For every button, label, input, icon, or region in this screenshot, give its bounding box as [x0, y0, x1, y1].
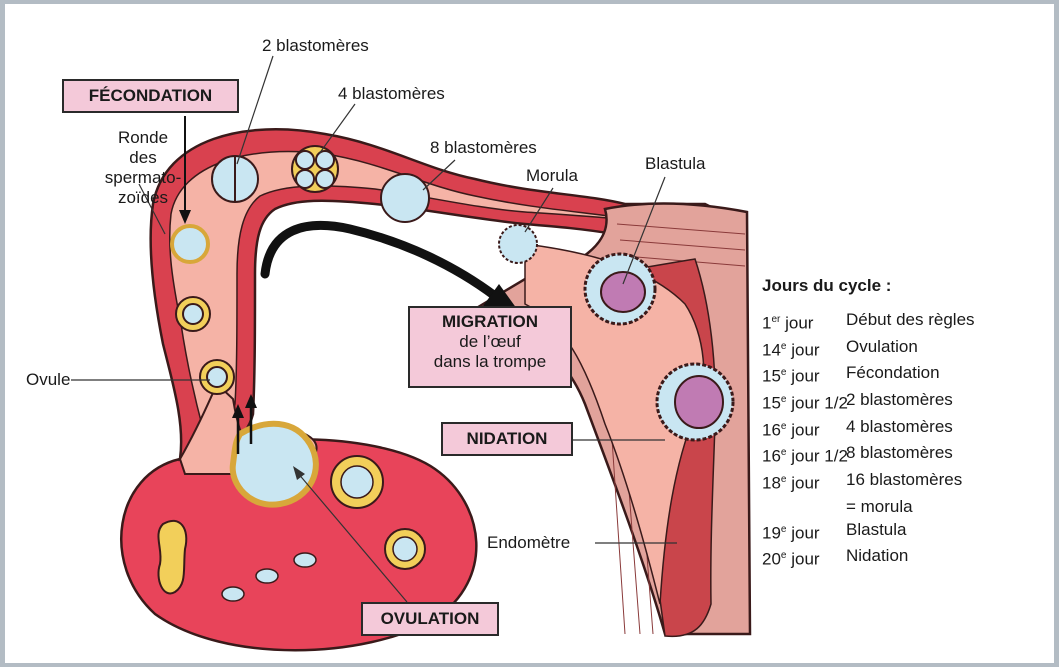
legend-event: 4 blastomères — [846, 415, 953, 442]
legend-day: 15e jour 1/2 — [762, 388, 846, 415]
label-ronde-line-1: Ronde — [93, 128, 193, 148]
egg-migrating-1-inner — [183, 304, 203, 324]
embryo-4-cell-d — [316, 170, 334, 188]
legend-day-number: 20 — [762, 550, 781, 569]
legend-day-number: 18 — [762, 474, 781, 493]
embryo-8-blastomeres — [381, 174, 429, 222]
label-ronde-line-3: spermato- — [93, 168, 193, 188]
primordial-follicle-3 — [294, 553, 316, 567]
legend-day: 14e jour — [762, 335, 846, 362]
legend-title: Jours du cycle : — [762, 276, 975, 296]
box-ovulation: OVULATION — [361, 602, 499, 636]
legend-event: 8 blastomères — [846, 441, 953, 468]
label-endometre: Endomètre — [487, 533, 570, 553]
label-8-blastomeres: 8 blastomères — [430, 138, 537, 158]
box-migration-line-2: de l’œuf — [410, 332, 570, 352]
legend-day-number: 16 — [762, 447, 781, 466]
legend-event: Blastula — [846, 518, 906, 545]
legend-day-unit: jour — [786, 367, 819, 386]
label-ronde-spermatozoides: Ronde des spermato- zoïdes — [93, 128, 193, 208]
egg-ovule-inner — [207, 367, 227, 387]
implanting-embryo-cavity — [675, 376, 723, 428]
legend-day-unit: jour — [786, 340, 819, 359]
corpus-albicans — [158, 521, 186, 594]
legend-day: 15e jour — [762, 361, 846, 388]
legend-day-number: 19 — [762, 523, 781, 542]
diagram-frame: 2 blastomères 4 blastomères 8 blastomère… — [5, 4, 1054, 663]
blastula-cavity — [601, 272, 645, 312]
follicle-2-inner — [393, 537, 417, 561]
legend-day-unit: jour — [780, 314, 813, 333]
legend-row: = morula — [762, 495, 975, 518]
label-morula: Morula — [526, 166, 578, 186]
legend-day-unit: jour — [786, 474, 819, 493]
label-ovule: Ovule — [26, 370, 70, 390]
legend-day-unit: jour 1/2 — [786, 394, 847, 413]
label-ronde-line-2: des — [93, 148, 193, 168]
label-ronde-line-4: zoïdes — [93, 188, 193, 208]
label-blastula: Blastula — [645, 154, 705, 174]
legend-event: 16 blastomères — [846, 468, 962, 495]
legend-event: 2 blastomères — [846, 388, 953, 415]
legend-day-number: 16 — [762, 420, 781, 439]
box-migration-line-3: dans la trompe — [410, 352, 570, 372]
legend-day-unit: jour — [786, 523, 819, 542]
legend-day: 18e jour — [762, 468, 846, 495]
legend-event: Nidation — [846, 544, 908, 571]
legend-event: Fécondation — [846, 361, 940, 388]
embryo-morula — [499, 225, 537, 263]
legend-event: = morula — [846, 495, 913, 518]
legend-day-unit: jour 1/2 — [786, 447, 847, 466]
primordial-follicle-2 — [256, 569, 278, 583]
follicle-1-inner — [341, 466, 373, 498]
migration-arrow — [265, 225, 495, 296]
legend-day: 16e jour — [762, 415, 846, 442]
label-2-blastomeres: 2 blastomères — [262, 36, 369, 56]
box-nidation: NIDATION — [441, 422, 573, 456]
primordial-follicle-1 — [222, 587, 244, 601]
legend-day-number: 15 — [762, 394, 781, 413]
box-migration: MIGRATION de l’œuf dans la trompe — [408, 306, 572, 388]
legend-day: 19e jour — [762, 518, 846, 545]
legend-day: 16e jour 1/2 — [762, 441, 846, 468]
box-fecondation: FÉCONDATION — [62, 79, 239, 113]
embryo-4-cell-a — [296, 151, 314, 169]
legend-event: Ovulation — [846, 335, 918, 362]
box-migration-title: MIGRATION — [410, 312, 570, 332]
legend-rows: 1er jourDébut des règles14e jourOvulatio… — [762, 308, 975, 571]
ruptured-follicle — [233, 424, 316, 505]
legend-day: 20e jour — [762, 544, 846, 571]
legend-day-number: 15 — [762, 367, 781, 386]
legend-day: 1er jour — [762, 308, 846, 335]
label-4-blastomeres: 4 blastomères — [338, 84, 445, 104]
egg-fecondation — [172, 226, 208, 262]
legend-day — [762, 495, 846, 518]
legend-day-unit: jour — [786, 550, 819, 569]
embryo-4-cell-c — [296, 170, 314, 188]
legend-day-unit: jour — [786, 420, 819, 439]
legend-event: Début des règles — [846, 308, 975, 335]
legend-day-number: 14 — [762, 340, 781, 359]
